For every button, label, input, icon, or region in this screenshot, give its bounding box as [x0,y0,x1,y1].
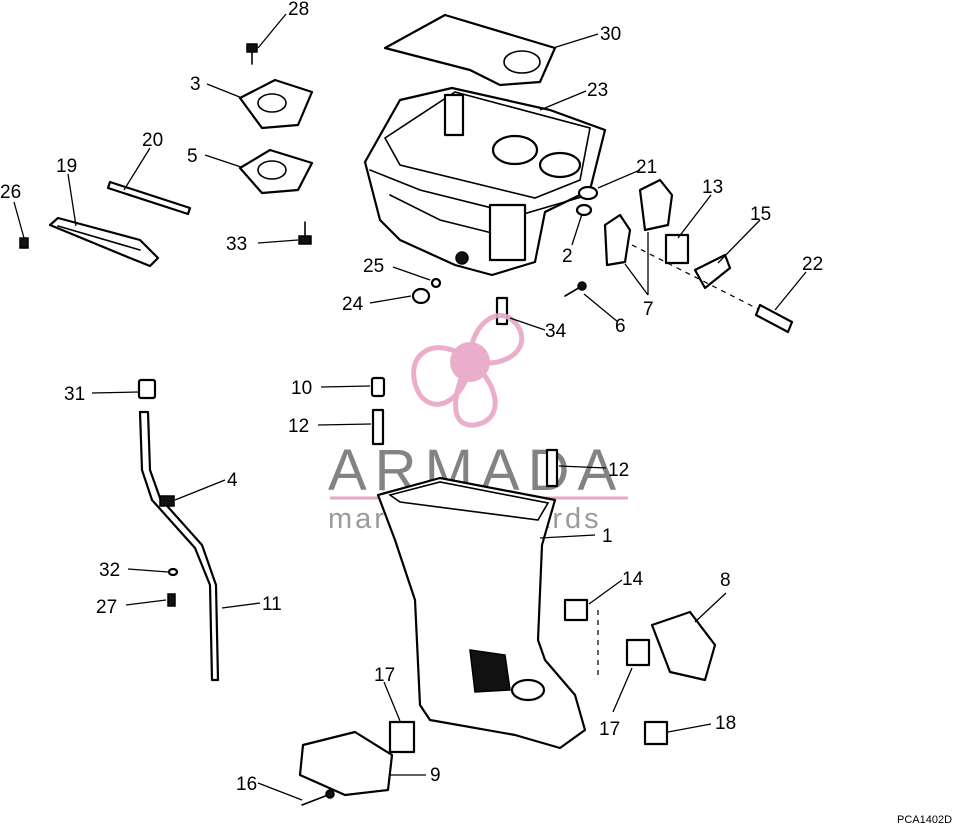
callout-21: 21 [636,157,657,178]
gasket-30 [383,13,557,87]
pad-14 [563,598,589,622]
rod-20 [106,180,192,216]
callout-1: 1 [602,526,613,547]
bushing-21 [577,185,599,201]
watermark-propeller [411,313,525,428]
callout-2: 2 [562,246,573,267]
pad-18 [643,720,669,746]
drawing-code: PCA1402D [897,814,952,826]
callout-20: 20 [142,130,163,151]
callout-24: 24 [342,294,364,315]
callout-27: 27 [96,597,117,618]
pad-17-left [388,720,416,754]
grommet-31 [137,378,157,400]
screw-16 [301,789,335,806]
bolt-22 [631,244,794,334]
callout-19: 19 [56,156,77,177]
block-13 [664,233,690,265]
callout-9: 9 [430,765,441,786]
seal-25 [430,277,442,289]
stud-12-right [545,448,559,488]
callout-13: 13 [702,177,723,198]
mount-8 [650,610,717,682]
callout-31: 31 [64,384,85,405]
screw-27 [167,593,176,607]
callout-7: 7 [643,299,654,320]
dowel-10 [370,376,386,398]
callout-26: 26 [0,182,21,203]
callout-33: 33 [226,234,247,255]
gasket-strip-19 [48,216,160,268]
callout-14: 14 [622,569,644,590]
callout-32: 32 [99,560,120,581]
callout-8: 8 [720,570,731,591]
screw-28 [246,43,258,65]
bracket-7-lower [603,213,632,267]
mount-9 [298,730,394,797]
callout-5: 5 [187,146,198,167]
callout-15: 15 [750,204,771,225]
bracket-7-upper [638,178,674,232]
callout-17-right: 17 [599,719,620,740]
cover-plate-3 [238,78,314,130]
callout-labels: 28 30 3 23 20 5 19 26 21 13 33 15 2 22 2… [0,0,823,795]
screw-6 [564,281,587,297]
callout-28: 28 [288,0,309,20]
plate-15 [693,253,732,290]
seal-32 [167,567,179,577]
callout-3: 3 [190,74,201,95]
pad-17-right [625,638,651,667]
callout-12-left: 12 [288,416,309,437]
callout-22: 22 [802,254,823,275]
stud-12-left [371,408,385,446]
washer-2 [575,203,593,217]
exhaust-housing-1 [376,476,599,750]
callout-10: 10 [291,378,312,399]
callout-23: 23 [587,80,608,101]
callout-34: 34 [545,321,567,342]
screw-26 [19,237,29,249]
callout-6: 6 [615,316,626,337]
callout-30: 30 [600,24,621,45]
callout-11: 11 [262,594,282,615]
gasket-5 [238,148,314,195]
callout-12-right: 12 [608,460,629,481]
callout-4: 4 [227,470,238,491]
clip-4 [159,495,175,507]
callout-16: 16 [236,774,257,795]
leader-lines [13,13,807,801]
screw-33 [298,221,312,245]
callout-25: 25 [363,256,384,277]
plug-24 [411,287,431,305]
adapter-plate-23 [363,86,607,277]
callout-17-left: 17 [374,665,395,686]
callout-18: 18 [715,713,736,734]
stud-34 [495,296,509,326]
water-tube-11 [138,410,220,682]
